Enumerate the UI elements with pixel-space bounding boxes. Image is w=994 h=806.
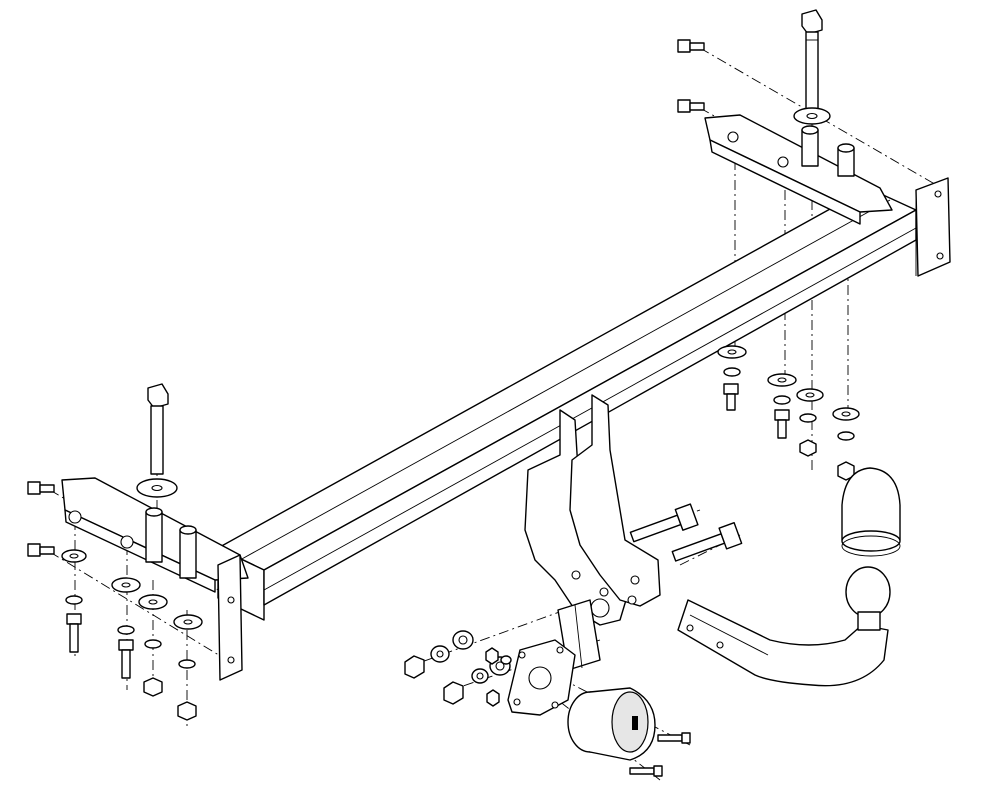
right-mounting-bracket <box>704 114 951 277</box>
left-fastener-stack <box>61 549 203 721</box>
right-fastener-stack <box>717 345 860 481</box>
side-bolt <box>27 481 55 495</box>
socket-plate-nuts <box>485 647 512 707</box>
arm-bolt <box>629 503 699 543</box>
tow-arm-mounting-plates <box>524 394 661 626</box>
electric-socket <box>567 687 656 761</box>
arm-nuts-washers <box>404 630 511 705</box>
left-vertical-bolt <box>136 383 178 498</box>
cross-beam <box>217 187 917 621</box>
side-bolt <box>27 543 55 557</box>
right-vertical-bolt <box>793 9 831 125</box>
tow-ball-cover <box>841 467 901 557</box>
tow-ball <box>845 566 891 631</box>
tow-arm <box>677 599 889 687</box>
side-bolts <box>27 39 705 557</box>
side-bolt <box>677 99 705 113</box>
arm-bolt <box>671 521 743 562</box>
left-mounting-bracket <box>61 477 249 681</box>
socket-plate <box>507 639 576 716</box>
socket-screws <box>629 732 691 777</box>
arm-bolts <box>629 503 743 562</box>
side-bolt <box>677 39 705 53</box>
